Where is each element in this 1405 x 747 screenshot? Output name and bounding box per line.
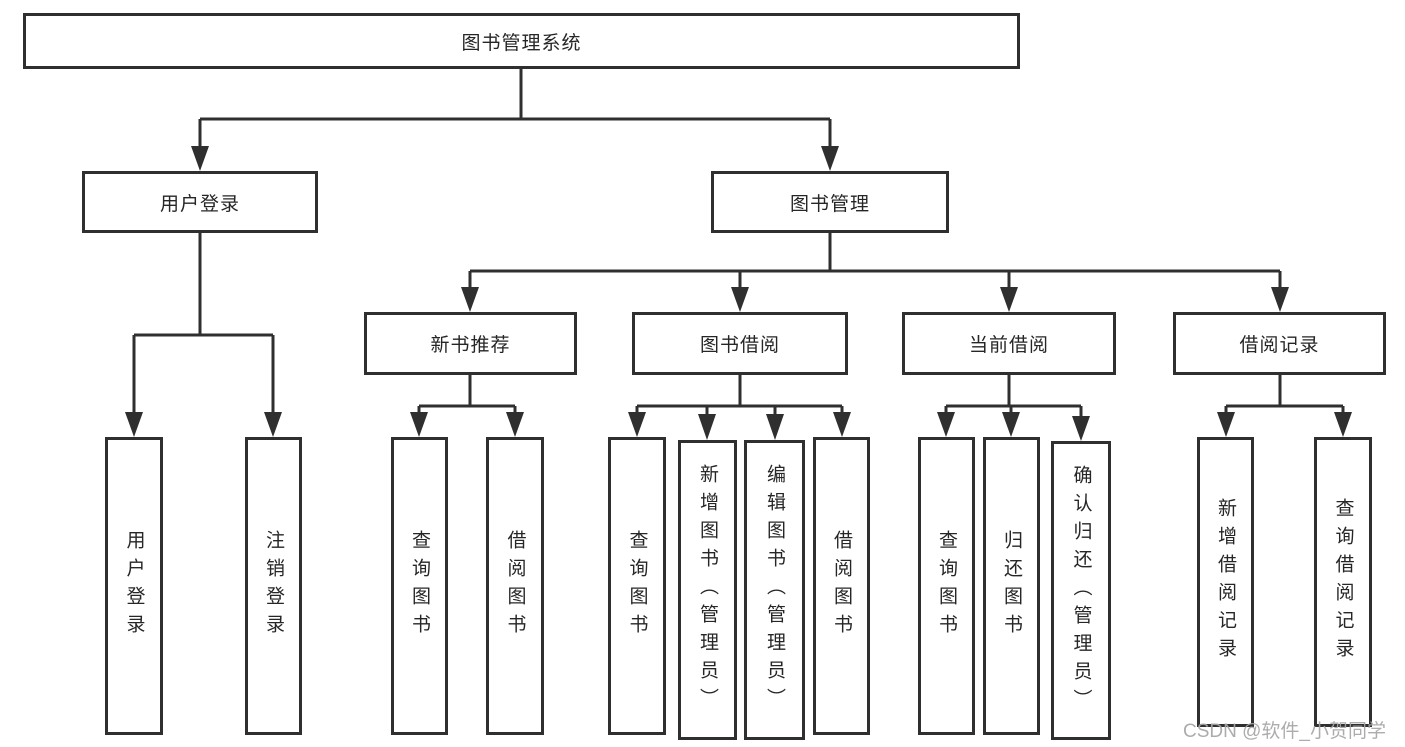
leaf-add-books-admin: 新增图书（管理员） bbox=[678, 440, 737, 740]
leaf-borrow-borrow-books-label: 借阅图书 bbox=[831, 530, 852, 642]
connector-new-book-to-leaves bbox=[410, 375, 524, 437]
arrow-down-icon bbox=[125, 412, 143, 437]
node-user-login-label: 用户登录 bbox=[159, 193, 240, 215]
node-book-borrow-label: 图书借阅 bbox=[699, 335, 780, 356]
leaf-current-query-books-label: 查询图书 bbox=[936, 530, 957, 642]
leaf-borrow-query-books: 查询图书 bbox=[608, 437, 666, 735]
arrow-down-icon bbox=[1217, 412, 1235, 437]
leaf-newbook-borrow-books: 借阅图书 bbox=[486, 437, 544, 735]
arrow-down-icon bbox=[1002, 412, 1020, 437]
node-user-login: 用户登录 bbox=[82, 171, 318, 233]
leaf-confirm-return-admin: 确认归还（管理员） bbox=[1051, 441, 1111, 740]
arrow-down-icon bbox=[264, 412, 282, 437]
node-book-management: 图书管理 bbox=[711, 171, 949, 233]
arrow-down-icon bbox=[1072, 416, 1090, 441]
connector-book-borrow-to-leaves bbox=[628, 375, 851, 440]
connector-current-borrow-to-leaves bbox=[937, 375, 1090, 441]
leaf-edit-books-admin: 编辑图书（管理员） bbox=[744, 440, 805, 740]
leaf-add-books-admin-label: 新增图书（管理员） bbox=[697, 464, 718, 716]
node-root-label: 图书管理系统 bbox=[461, 32, 582, 54]
leaf-return-books: 归还图书 bbox=[983, 437, 1040, 735]
connector-line bbox=[1224, 375, 1345, 418]
connector-line bbox=[635, 375, 844, 418]
arrow-down-icon bbox=[1000, 287, 1018, 312]
leaf-borrow-query-books-label: 查询图书 bbox=[626, 530, 648, 642]
node-book-borrow: 图书借阅 bbox=[632, 312, 848, 375]
node-current-borrow: 当前借阅 bbox=[902, 312, 1116, 375]
node-current-borrow-label: 当前借阅 bbox=[968, 335, 1049, 356]
leaf-confirm-return-admin-label: 确认归还（管理员） bbox=[1070, 464, 1092, 717]
leaf-borrow-borrow-books: 借阅图书 bbox=[813, 437, 870, 735]
connector-line bbox=[198, 69, 832, 152]
leaf-newbook-query-books: 查询图书 bbox=[391, 437, 448, 735]
arrow-down-icon bbox=[698, 414, 716, 440]
arrow-down-icon bbox=[191, 146, 209, 171]
leaf-add-borrow-record-label: 新增借阅记录 bbox=[1215, 498, 1236, 666]
arrow-down-icon bbox=[731, 287, 749, 312]
leaf-logout: 注销登录 bbox=[245, 437, 302, 735]
arrow-down-icon bbox=[1334, 412, 1352, 437]
node-borrow-record-label: 借阅记录 bbox=[1239, 335, 1320, 356]
arrow-down-icon bbox=[821, 146, 839, 171]
arrow-down-icon bbox=[833, 412, 851, 437]
node-root: 图书管理系统 bbox=[23, 13, 1020, 69]
leaf-return-books-label: 归还图书 bbox=[1001, 530, 1022, 642]
connector-user-login-to-leaves bbox=[125, 233, 282, 437]
arrow-down-icon bbox=[461, 287, 479, 312]
watermark-text: CSDN @软件_小贺同学 bbox=[1183, 721, 1386, 742]
connector-borrow-record-to-leaves bbox=[1217, 375, 1352, 437]
arrow-down-icon bbox=[628, 412, 646, 437]
arrow-down-icon bbox=[937, 412, 955, 437]
leaf-user-login-label: 用户登录 bbox=[123, 530, 145, 642]
connector-line bbox=[944, 375, 1083, 418]
leaf-edit-books-admin-label: 编辑图书（管理员） bbox=[764, 464, 785, 716]
leaf-current-query-books: 查询图书 bbox=[918, 437, 975, 735]
arrow-down-icon bbox=[410, 412, 428, 437]
arrow-down-icon bbox=[506, 412, 524, 437]
leaf-query-borrow-record: 查询借阅记录 bbox=[1314, 437, 1372, 727]
leaf-newbook-borrow-books-label: 借阅图书 bbox=[504, 530, 526, 642]
leaf-logout-label: 注销登录 bbox=[263, 530, 284, 642]
arrow-down-icon bbox=[766, 414, 784, 440]
node-borrow-record: 借阅记录 bbox=[1173, 312, 1386, 375]
node-new-book-recommend: 新书推荐 bbox=[364, 312, 577, 375]
connector-book-management-to-level3 bbox=[461, 233, 1289, 312]
connector-root-to-level2 bbox=[191, 69, 839, 171]
connector-line bbox=[132, 233, 275, 418]
leaf-user-login: 用户登录 bbox=[105, 437, 163, 735]
connector-line bbox=[417, 375, 517, 418]
arrow-down-icon bbox=[1271, 287, 1289, 312]
node-book-management-label: 图书管理 bbox=[789, 193, 870, 215]
leaf-query-borrow-record-label: 查询借阅记录 bbox=[1332, 498, 1354, 666]
node-new-book-recommend-label: 新书推荐 bbox=[430, 335, 511, 356]
leaf-newbook-query-books-label: 查询图书 bbox=[409, 530, 430, 642]
leaf-add-borrow-record: 新增借阅记录 bbox=[1197, 437, 1254, 727]
connector-line bbox=[468, 233, 1282, 293]
